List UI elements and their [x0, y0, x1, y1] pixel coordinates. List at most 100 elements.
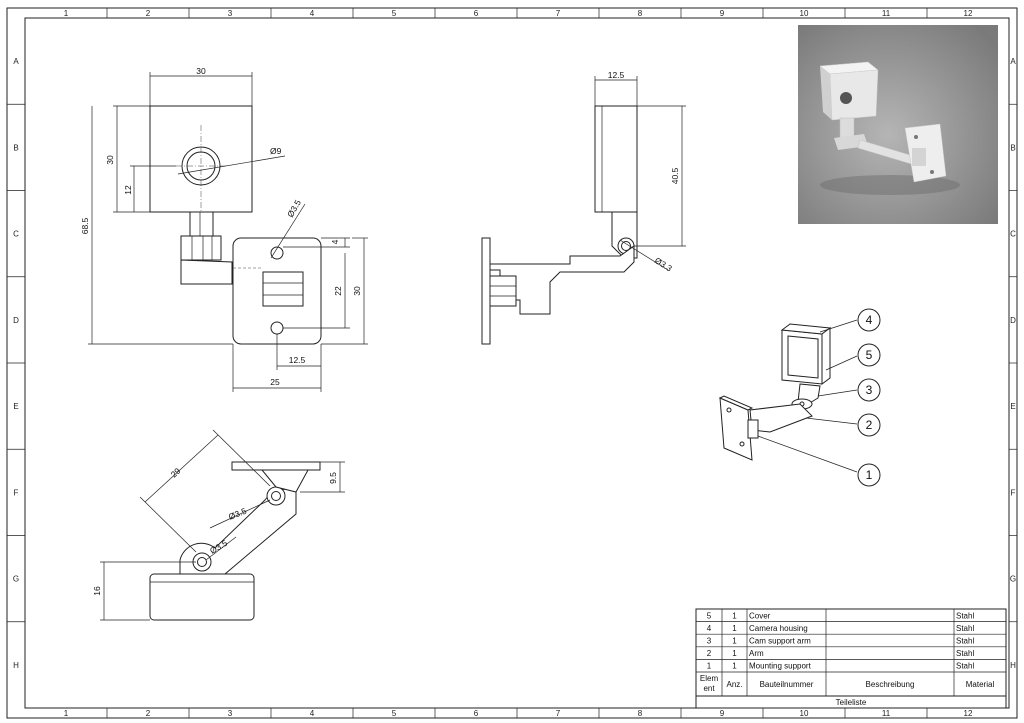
grid-col-bottom-3: 3 [228, 709, 233, 718]
grid-col-top-5: 5 [392, 9, 397, 18]
bom-part-number: Arm [749, 649, 764, 658]
mount-hinge-top [260, 469, 309, 493]
bom-material: Stahl [956, 624, 974, 633]
balloon-label-1: 1 [866, 468, 873, 482]
bom-qty: 1 [732, 624, 737, 633]
grid-row-left-E: E [13, 402, 18, 411]
balloon-2 [857, 413, 881, 437]
bom-qty: 1 [732, 649, 737, 658]
dim-front-width: 30 [196, 66, 206, 76]
mount-hinge [262, 271, 304, 307]
bom-material: Stahl [956, 637, 974, 646]
mount-plate-top [231, 461, 321, 471]
mount-plate-side [481, 237, 491, 345]
grid-col-bottom-10: 10 [800, 709, 809, 718]
dim-side-pin-dia: Ø3.3 [653, 255, 674, 273]
dim-top-housing-thickness: 16 [92, 586, 102, 596]
housing-top [149, 573, 255, 621]
bom-qty: 1 [732, 637, 737, 646]
bom-material: Stahl [956, 611, 974, 620]
iso-arm [749, 403, 813, 433]
grid-col-bottom-7: 7 [556, 709, 561, 718]
balloon-3 [857, 378, 881, 402]
grid-col-bottom-8: 8 [638, 709, 643, 718]
bom-header-part-number: Bauteilnummer [760, 680, 814, 689]
dim-front-plate-height: 30 [352, 286, 362, 296]
dim-side-height: 40.5 [670, 167, 680, 184]
grid-col-top-11: 11 [882, 9, 891, 18]
grid-col-top-12: 12 [964, 9, 973, 18]
bom-part-number: Cam support arm [749, 637, 811, 646]
dim-top-plate-thickness: 9.5 [328, 472, 338, 484]
grid-col-top-4: 4 [310, 9, 315, 18]
top-view: 29 Ø3.5 Ø3.5 9.5 16 [92, 429, 345, 621]
dim-front-small-offset: 4 [330, 239, 340, 244]
front-view: 30 30 12 68.5 Ø9 Ø3.5 4 22 30 12.5 25 [80, 66, 368, 392]
grid-col-top-8: 8 [638, 9, 643, 18]
bom-header-element-2: ent [703, 684, 715, 693]
grid-col-bottom-1: 1 [64, 709, 69, 718]
dim-front-total-height: 68.5 [80, 217, 90, 234]
bom-row: 3 1 Cam support arm Stahl [707, 637, 975, 646]
bom-material: Stahl [956, 662, 974, 671]
grid-row-right-A: A [1010, 57, 1016, 66]
grid-col-top-7: 7 [556, 9, 561, 18]
grid-col-bottom-5: 5 [392, 709, 397, 718]
balloon-5 [857, 343, 881, 367]
arm-front [180, 259, 233, 285]
grid-row-left-A: A [13, 57, 19, 66]
dim-front-hole-dia: Ø9 [270, 146, 282, 156]
grid-col-top-1: 1 [64, 9, 69, 18]
grid-row-right-F: F [1011, 488, 1016, 497]
bom-material: Stahl [956, 649, 974, 658]
grid-row-left-B: B [13, 143, 18, 152]
grid-row-left-D: D [13, 316, 19, 325]
bom-element: 1 [707, 662, 712, 671]
grid-col-top-6: 6 [474, 9, 479, 18]
balloon-label-3: 3 [866, 383, 873, 397]
balloon-label-5: 5 [866, 348, 873, 362]
grid-row-left-C: C [13, 230, 19, 239]
bom-part-number: Cover [749, 611, 771, 620]
grid-row-left-H: H [13, 661, 19, 670]
bom-header-material: Material [966, 680, 995, 689]
grid-col-top-2: 2 [146, 9, 151, 18]
bom-row: 2 1 Arm Stahl [707, 649, 975, 658]
grid-row-left-F: F [14, 488, 19, 497]
dim-front-hole-x: 12.5 [289, 355, 306, 365]
side-view: 12.5 40.5 Ø3.3 [481, 70, 686, 345]
grid-row-right-H: H [1010, 661, 1016, 670]
grid-row-right-G: G [1010, 575, 1016, 584]
hinge-block [180, 235, 222, 261]
dim-front-hole-offset: 12 [123, 185, 133, 195]
bom-part-number: Mounting support [749, 662, 812, 671]
dim-front-hole-spacing: 22 [333, 286, 343, 296]
grid-row-right-E: E [1010, 402, 1015, 411]
balloon-4 [857, 308, 881, 332]
dim-front-upper-height: 30 [105, 155, 115, 165]
grid-col-top-3: 3 [228, 9, 233, 18]
grid-col-top-9: 9 [720, 9, 725, 18]
bom-element: 3 [707, 637, 712, 646]
dim-front-plate-width: 25 [270, 377, 280, 387]
grid-row-left-G: G [13, 575, 19, 584]
bom-element: 2 [707, 649, 712, 658]
grid-col-bottom-2: 2 [146, 709, 151, 718]
bom-header-qty: Anz. [726, 680, 742, 689]
bom-title: Teileliste [836, 698, 867, 707]
balloon-label-4: 4 [866, 313, 873, 327]
dim-side-width: 12.5 [608, 70, 625, 80]
bom-header-element-1: Elem [700, 674, 719, 683]
grid-col-bottom-12: 12 [964, 709, 973, 718]
grid-row-right-B: B [1010, 143, 1015, 152]
grid-col-top-10: 10 [800, 9, 809, 18]
grid-col-bottom-11: 11 [882, 709, 891, 718]
